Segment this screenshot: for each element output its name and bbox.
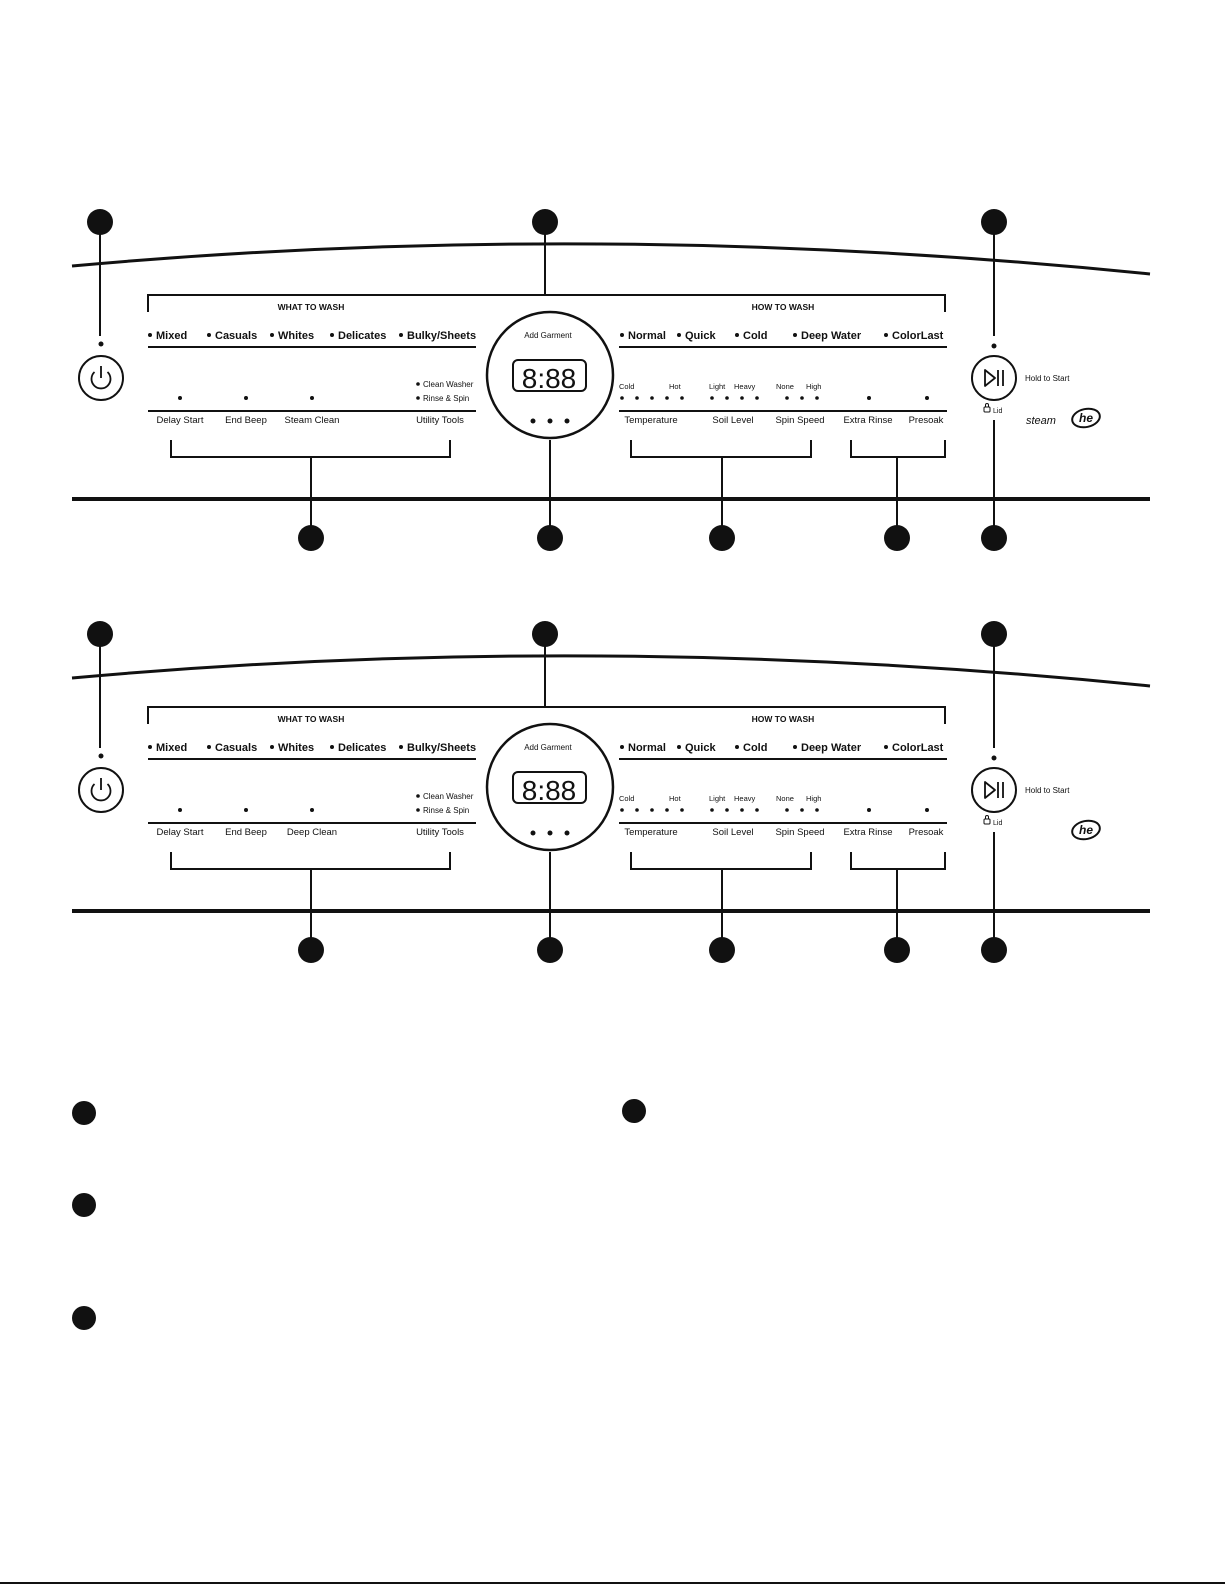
cycle-deep-water[interactable]: Deep Water	[801, 742, 862, 754]
legend-dot	[72, 1193, 96, 1217]
display-digits: 8:88	[522, 775, 577, 806]
how-to-wash-header: HOW TO WASH	[752, 302, 815, 312]
utility-rinse-spin[interactable]: Rinse & Spin	[423, 394, 469, 403]
setting-presoak[interactable]: Presoak	[909, 827, 944, 838]
cycle-delicates[interactable]: Delicates	[338, 330, 386, 342]
hold-to-start-label: Hold to Start	[1025, 786, 1070, 795]
cycle-colorlast[interactable]: ColorLast	[892, 742, 944, 754]
legend-dot	[622, 1099, 646, 1123]
soil-range-heavy: Heavy	[734, 794, 756, 803]
he-logo-text: he	[1079, 411, 1093, 425]
display-digits: 8:88	[522, 363, 577, 394]
soil-range-heavy: Heavy	[734, 382, 756, 391]
spin-range-high: High	[806, 794, 821, 803]
what-to-wash-header: WHAT TO WASH	[278, 302, 345, 312]
temp-range-cold: Cold	[619, 794, 634, 803]
panel-2: WHAT TO WASH HOW TO WASH Mixed Casuals W…	[70, 619, 1152, 965]
display-add-garment-label[interactable]: Add Garment	[524, 331, 572, 340]
option-end-beep[interactable]: End Beep	[225, 415, 267, 426]
cycle-delicates[interactable]: Delicates	[338, 742, 386, 754]
cycle-normal[interactable]: Normal	[628, 742, 666, 754]
spin-range-high: High	[806, 382, 821, 391]
soil-range-light: Light	[709, 382, 726, 391]
legend-dot	[72, 1101, 96, 1125]
setting-spin-speed[interactable]: Spin Speed	[775, 415, 824, 426]
cycle-whites[interactable]: Whites	[278, 742, 314, 754]
hold-to-start-label: Hold to Start	[1025, 374, 1070, 383]
what-to-wash-header: WHAT TO WASH	[278, 714, 345, 724]
setting-temperature[interactable]: Temperature	[624, 415, 677, 426]
setting-spin-speed[interactable]: Spin Speed	[775, 827, 824, 838]
display-add-garment-label[interactable]: Add Garment	[524, 743, 572, 752]
temp-range-cold: Cold	[619, 382, 634, 391]
spin-range-none: None	[776, 382, 794, 391]
cycle-cold[interactable]: Cold	[743, 742, 767, 754]
temp-range-hot: Hot	[669, 382, 682, 391]
setting-soil-level[interactable]: Soil Level	[712, 827, 753, 838]
legend-callouts	[72, 1099, 646, 1330]
option-end-beep[interactable]: End Beep	[225, 827, 267, 838]
cycle-normal[interactable]: Normal	[628, 330, 666, 342]
he-logo-text: he	[1079, 823, 1093, 837]
cycle-bulky-sheets[interactable]: Bulky/Sheets	[407, 330, 476, 342]
cycle-mixed[interactable]: Mixed	[156, 742, 187, 754]
setting-extra-rinse[interactable]: Extra Rinse	[843, 827, 892, 838]
cycle-quick[interactable]: Quick	[685, 330, 716, 342]
cycle-whites[interactable]: Whites	[278, 330, 314, 342]
setting-presoak[interactable]: Presoak	[909, 415, 944, 426]
cycle-mixed[interactable]: Mixed	[156, 330, 187, 342]
soil-range-light: Light	[709, 794, 726, 803]
cycle-bulky-sheets[interactable]: Bulky/Sheets	[407, 742, 476, 754]
cycle-colorlast[interactable]: ColorLast	[892, 330, 944, 342]
panel-1: WHAT TO WASH HOW TO WASH Mixed Casuals W…	[70, 207, 1152, 553]
spin-range-none: None	[776, 794, 794, 803]
cycle-quick[interactable]: Quick	[685, 742, 716, 754]
option-deep-clean[interactable]: Deep Clean	[287, 827, 337, 838]
setting-extra-rinse[interactable]: Extra Rinse	[843, 415, 892, 426]
temp-range-hot: Hot	[669, 794, 682, 803]
cycle-deep-water[interactable]: Deep Water	[801, 330, 862, 342]
option-steam-clean[interactable]: Steam Clean	[285, 415, 340, 426]
option-delay-start[interactable]: Delay Start	[157, 415, 204, 426]
how-to-wash-header: HOW TO WASH	[752, 714, 815, 724]
setting-temperature[interactable]: Temperature	[624, 827, 677, 838]
utility-rinse-spin[interactable]: Rinse & Spin	[423, 806, 469, 815]
option-delay-start[interactable]: Delay Start	[157, 827, 204, 838]
cycle-casuals[interactable]: Casuals	[215, 742, 257, 754]
cycle-casuals[interactable]: Casuals	[215, 330, 257, 342]
option-utility-tools[interactable]: Utility Tools	[416, 415, 464, 426]
option-utility-tools[interactable]: Utility Tools	[416, 827, 464, 838]
utility-clean-washer[interactable]: Clean Washer	[423, 380, 474, 389]
cycle-cold[interactable]: Cold	[743, 330, 767, 342]
lid-label: Lid	[993, 820, 1002, 827]
lid-label: Lid	[993, 408, 1002, 415]
utility-clean-washer[interactable]: Clean Washer	[423, 792, 474, 801]
steam-logo-text: steam	[1026, 415, 1056, 427]
legend-dot	[72, 1306, 96, 1330]
setting-soil-level[interactable]: Soil Level	[712, 415, 753, 426]
